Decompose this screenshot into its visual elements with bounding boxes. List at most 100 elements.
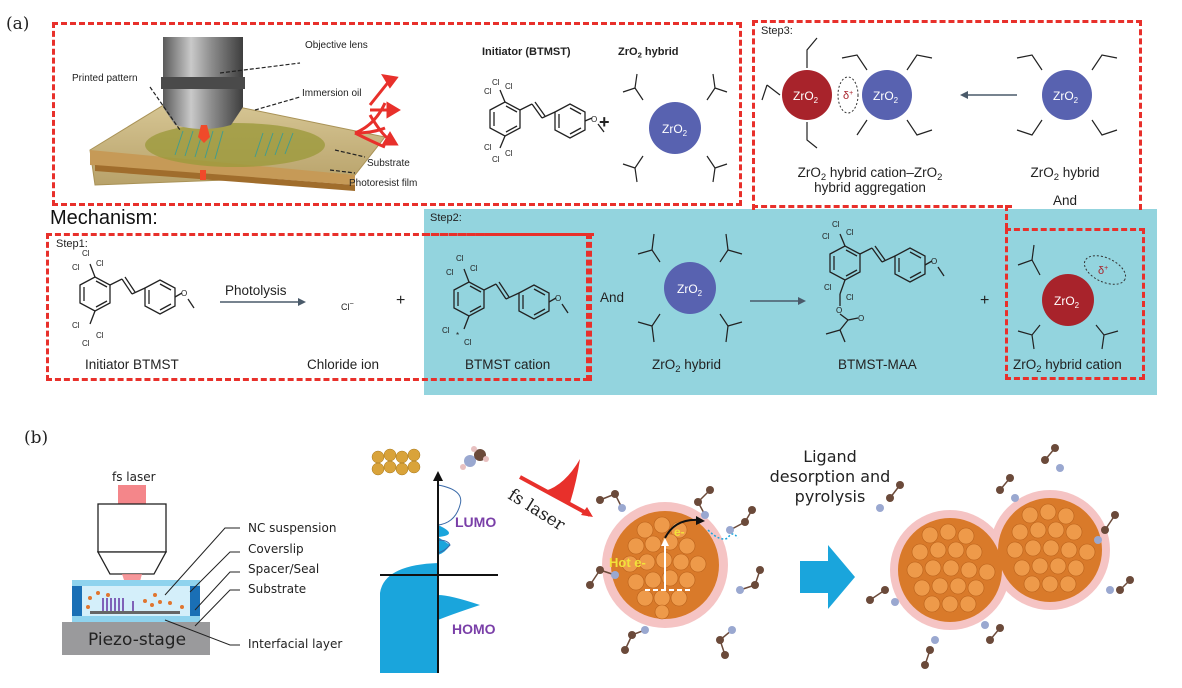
zro2-hybrid-title: ZrO2 hybrid bbox=[618, 46, 679, 60]
svg-text:Cl: Cl bbox=[505, 149, 513, 158]
svg-text:O: O bbox=[181, 289, 187, 298]
nanocrystal-hot-electron bbox=[602, 502, 739, 628]
chloride-ion-label: Chloride ion bbox=[307, 357, 380, 372]
svg-text:O: O bbox=[931, 257, 937, 266]
electron-label: e- bbox=[674, 525, 685, 539]
step3-box-bottom bbox=[752, 205, 1012, 208]
svg-text:Cl: Cl bbox=[82, 249, 90, 258]
chloride-symbol: Cl− bbox=[341, 299, 354, 312]
label-substrate: Substrate bbox=[367, 158, 410, 169]
svg-text:O: O bbox=[858, 314, 864, 323]
cation-box bbox=[1005, 228, 1145, 380]
svg-text:Cl: Cl bbox=[822, 232, 830, 241]
svg-text:ZrO2: ZrO2 bbox=[677, 282, 703, 298]
step3-and: And bbox=[1052, 193, 1078, 208]
btmst-cation-label: BTMST cation bbox=[465, 357, 551, 372]
svg-text:Cl: Cl bbox=[96, 331, 104, 340]
fs-laser-setup-schematic bbox=[62, 485, 210, 655]
homo-label: HOMO bbox=[452, 621, 496, 637]
svg-text:O: O bbox=[591, 115, 597, 124]
step3-aggregation-diagram: δ+ ZrO2 ZrO2 ZrO2 bbox=[761, 37, 1118, 149]
aggregation-label: ZrO2 hybrid cation–ZrO2 hybrid aggregati… bbox=[797, 165, 943, 195]
svg-text:Cl: Cl bbox=[456, 254, 464, 263]
panel-a-label: (a) bbox=[6, 14, 30, 34]
step2-hybrid-label: ZrO2 hybrid bbox=[652, 357, 722, 375]
label-printed-pattern: Printed pattern bbox=[72, 73, 138, 84]
step1-label: Step1: bbox=[56, 238, 88, 250]
cation-star: * bbox=[456, 331, 460, 340]
svg-text:Cl: Cl bbox=[846, 293, 854, 302]
step2-and: And bbox=[600, 290, 625, 305]
fused-nanocrystals bbox=[866, 444, 1134, 669]
svg-text:O: O bbox=[836, 306, 842, 315]
ligand-desorption-text: Ligand desorption and pyrolysis bbox=[769, 447, 891, 506]
step3-box bbox=[752, 20, 1142, 210]
panel-b-label: (b) bbox=[24, 428, 49, 448]
step3-box-connector bbox=[1005, 205, 1008, 229]
svg-text:Cl: Cl bbox=[505, 82, 513, 91]
initiator-title: Initiator (BTMST) bbox=[482, 46, 571, 58]
step2-reaction-arrow bbox=[750, 297, 806, 305]
hot-electron-label: Hot e- bbox=[609, 555, 646, 570]
svg-text:ZrO2: ZrO2 bbox=[793, 89, 819, 105]
step2-zro2-hybrid: ZrO2 bbox=[637, 233, 743, 343]
setup-box bbox=[52, 22, 742, 206]
svg-text:Cl: Cl bbox=[492, 155, 500, 164]
step2-background bbox=[424, 209, 1157, 395]
step3-label: Step3: bbox=[761, 25, 793, 37]
btmst-maa-label: BTMST-MAA bbox=[838, 357, 917, 372]
step1-plus: + bbox=[396, 292, 406, 309]
step3-hybrid-label: ZrO2 hybrid bbox=[1030, 165, 1100, 183]
fs-laser-pulse-arrow bbox=[519, 459, 593, 517]
mechanism-title: Mechanism: bbox=[50, 207, 158, 229]
label-photoresist-film: Photoresist film bbox=[349, 178, 418, 189]
step2-plus: + bbox=[980, 292, 990, 309]
svg-text:δ+: δ+ bbox=[843, 90, 853, 102]
svg-text:Cl: Cl bbox=[72, 321, 80, 330]
ligand-molecules-left bbox=[586, 486, 764, 659]
svg-text:Cl: Cl bbox=[96, 259, 104, 268]
setup-leader-lines bbox=[164, 527, 240, 646]
plus-sign: + bbox=[599, 112, 610, 132]
photolysis-label: Photolysis bbox=[225, 283, 287, 298]
svg-text:δ+: δ+ bbox=[1098, 265, 1108, 277]
svg-text:Cl: Cl bbox=[484, 87, 492, 96]
zro2-hybrid-cation-label: ZrO2 hybrid cation bbox=[1013, 357, 1122, 375]
svg-text:Cl: Cl bbox=[824, 283, 832, 292]
svg-text:Cl: Cl bbox=[82, 339, 90, 348]
svg-text:ZrO2: ZrO2 bbox=[873, 89, 899, 105]
svg-text:Cl: Cl bbox=[846, 228, 854, 237]
interfacial-layer-label: Interfacial layer bbox=[248, 637, 343, 651]
svg-text:Cl: Cl bbox=[484, 143, 492, 152]
svg-text:Cl: Cl bbox=[470, 264, 478, 273]
step1-box bbox=[46, 233, 589, 381]
piezo-stage-label: Piezo-stage bbox=[88, 630, 187, 650]
step2-cation-box-right bbox=[589, 233, 592, 381]
dos-diagram bbox=[371, 446, 498, 673]
svg-text:ZrO2: ZrO2 bbox=[662, 122, 688, 138]
big-process-arrow bbox=[800, 545, 855, 609]
label-objective-lens: Objective lens bbox=[305, 40, 368, 51]
coverslip-label: Coverslip bbox=[248, 542, 304, 556]
svg-text:Cl: Cl bbox=[492, 78, 500, 87]
step2-cation-box-top bbox=[424, 233, 594, 236]
svg-text:Cl: Cl bbox=[832, 220, 840, 229]
spacer-seal-label: Spacer/Seal bbox=[248, 562, 320, 576]
tpl-setup-illustration bbox=[89, 37, 387, 191]
svg-text:O: O bbox=[555, 294, 561, 303]
svg-text:Cl: Cl bbox=[446, 268, 454, 277]
fs-laser-label: fs laser bbox=[112, 470, 156, 484]
svg-text:ZrO2: ZrO2 bbox=[1053, 89, 1079, 105]
red-arrows bbox=[368, 73, 401, 146]
photolysis-arrow bbox=[220, 298, 306, 306]
step2-label: Step2: bbox=[430, 212, 462, 224]
label-immersion-oil: Immersion oil bbox=[302, 88, 362, 99]
svg-text:Cl: Cl bbox=[464, 338, 472, 347]
lumo-label: LUMO bbox=[455, 514, 497, 530]
step1-initiator-label: Initiator BTMST bbox=[85, 357, 179, 372]
svg-text:Cl: Cl bbox=[442, 326, 450, 335]
